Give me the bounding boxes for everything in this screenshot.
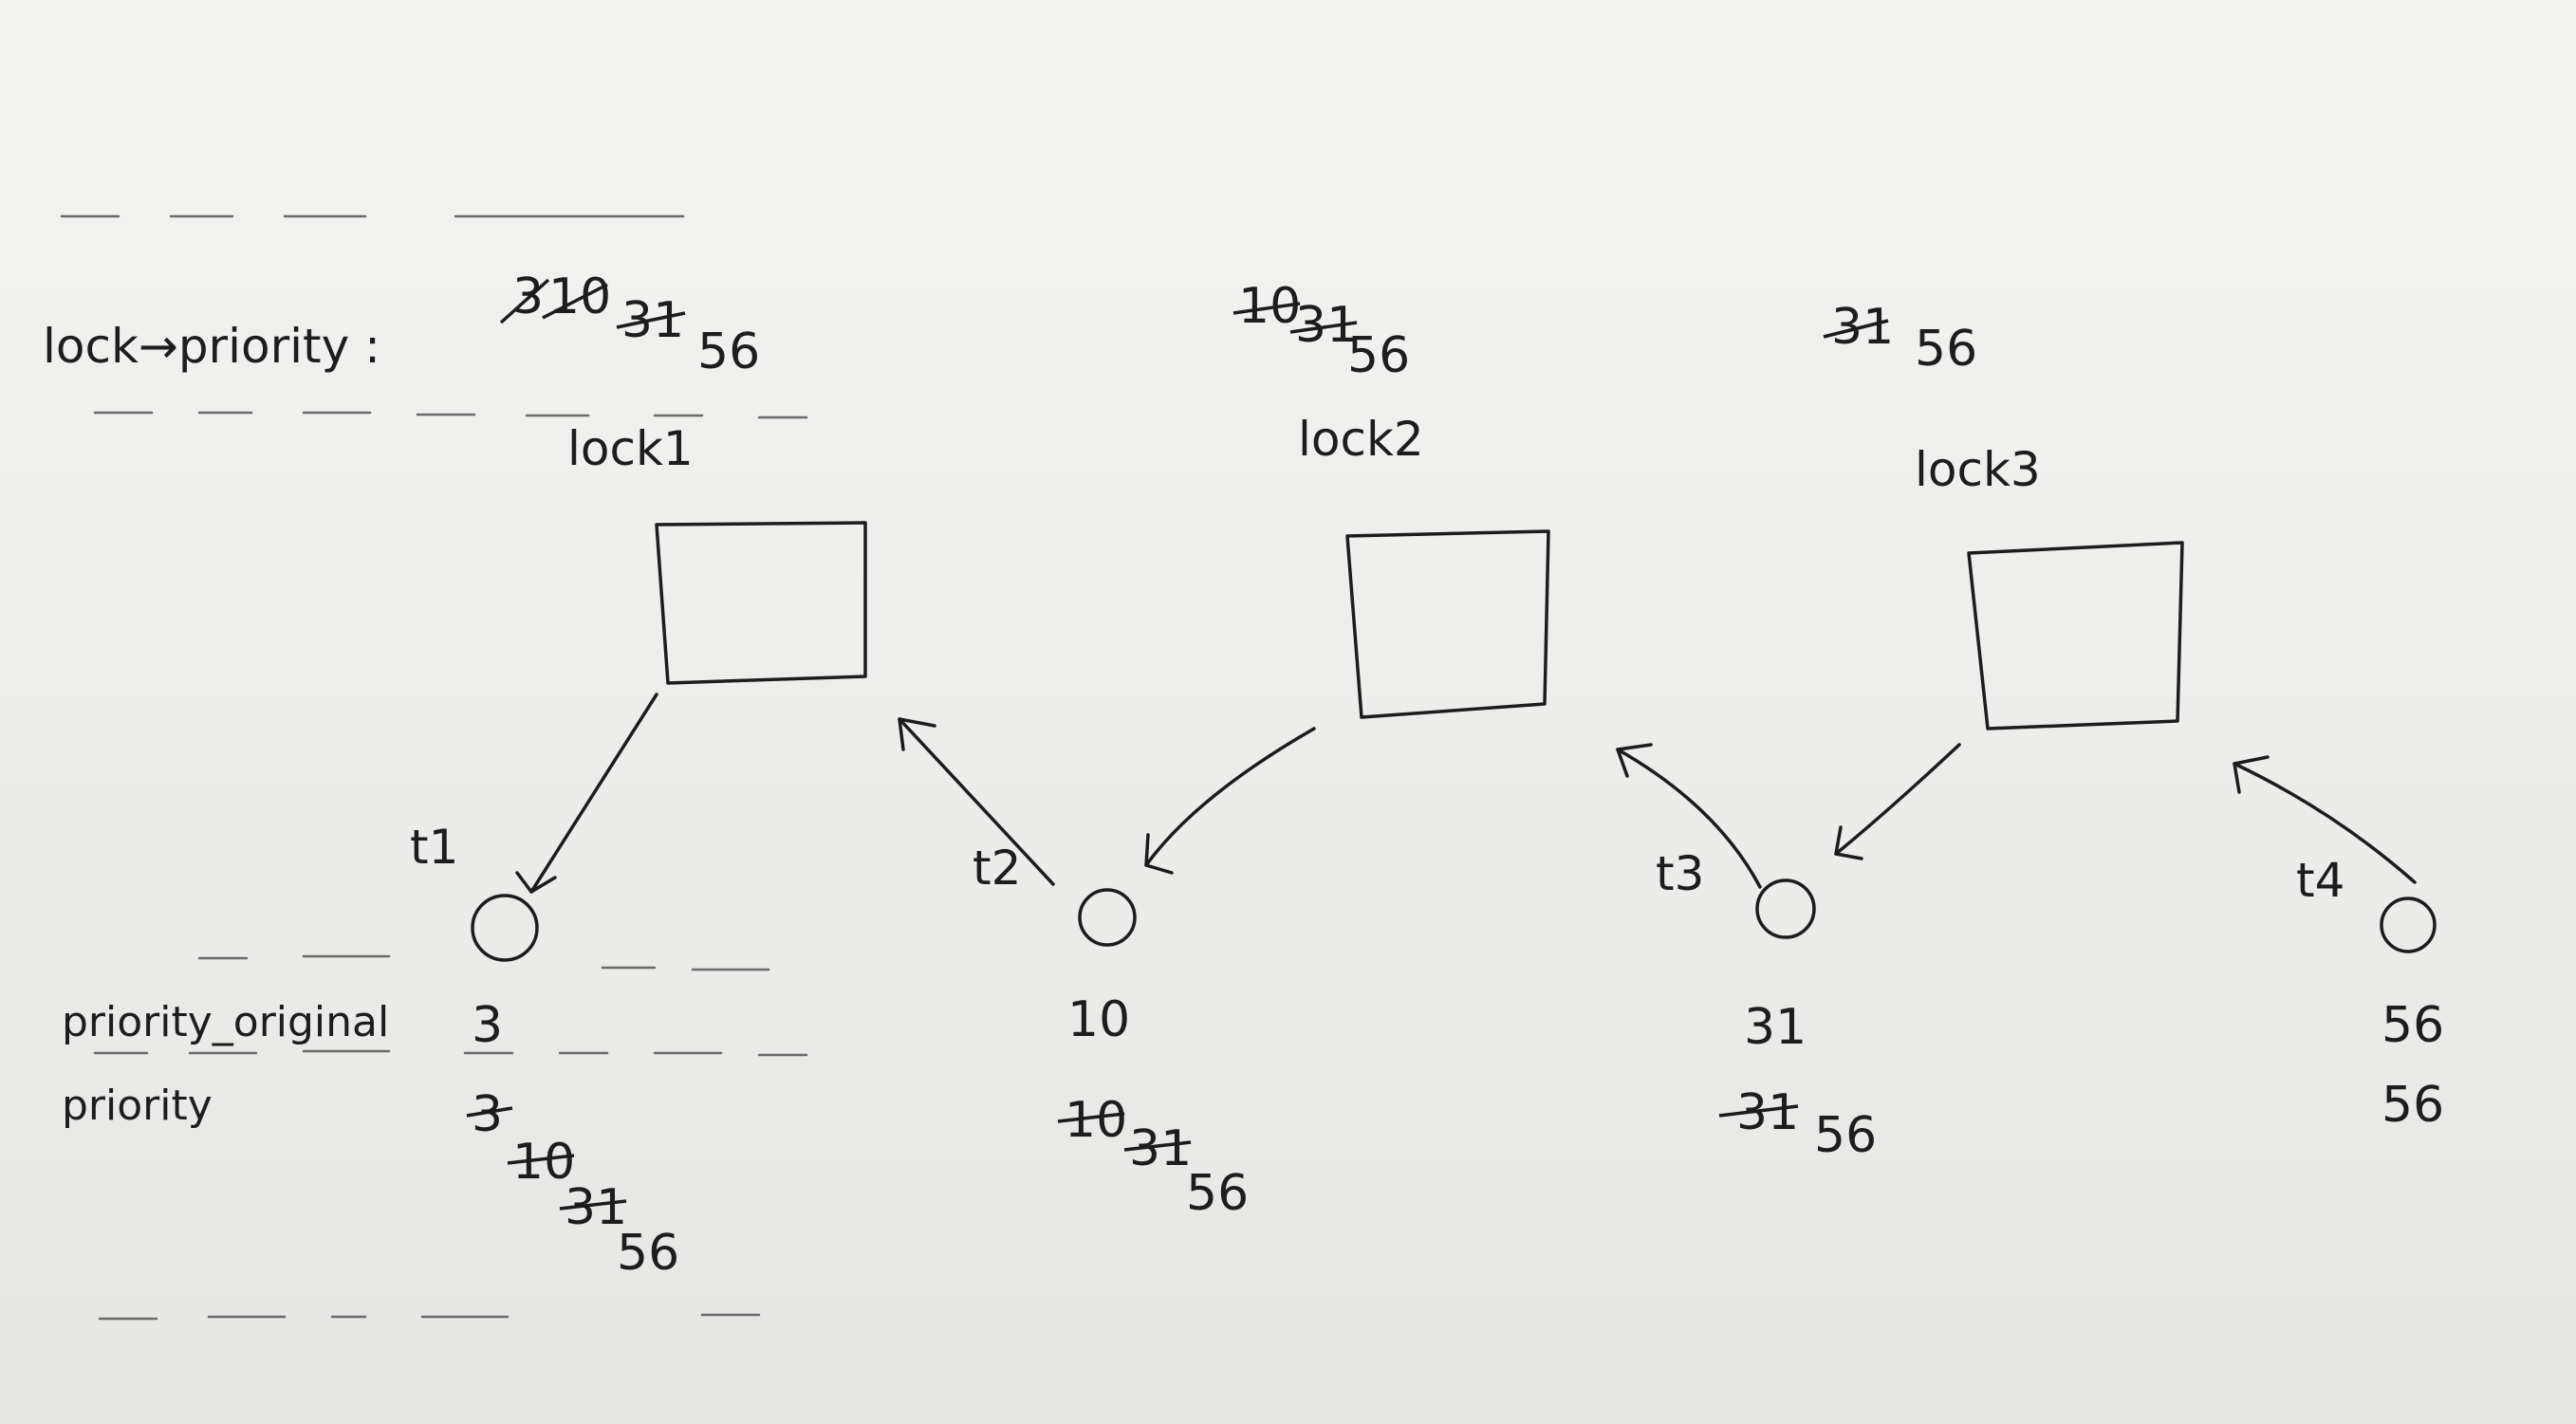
t3-priority-history: 31 56 — [1718, 1084, 1877, 1164]
t4-priority-history: 56 — [2381, 1077, 2444, 1134]
strikethrough — [499, 278, 550, 324]
lock3-priority-value: 56 — [1915, 321, 1977, 378]
lock2-priority-history: 10 31 56 — [1232, 278, 1410, 384]
strikethrough — [542, 283, 608, 320]
lock1-box — [655, 521, 867, 685]
t4-priority-original: 56 — [2381, 997, 2444, 1054]
t4-priority-value: 56 — [2381, 1077, 2444, 1134]
lock3-label: lock3 — [1915, 442, 2041, 497]
t3-node — [1755, 878, 1816, 939]
t4-label: t4 — [2296, 853, 2344, 908]
t3-label: t3 — [1656, 846, 1704, 901]
lock1-priority-value: 56 — [697, 324, 760, 380]
arrow-t2-to-lock1 — [898, 717, 1055, 886]
lock3-box — [1967, 541, 2184, 730]
t4-node — [2380, 897, 2437, 953]
arrow-t3-to-lock2 — [1616, 743, 1762, 889]
lock2-label: lock2 — [1298, 412, 1424, 467]
strikethrough — [1123, 1140, 1192, 1152]
priority-original-row-label: priority_original — [62, 998, 389, 1046]
strikethrough — [559, 1199, 627, 1211]
separator-below-lock-priority — [93, 411, 808, 419]
arrow-lock2-to-t2 — [1144, 727, 1316, 875]
separator-above-priority-original — [197, 954, 770, 971]
strikethrough — [1823, 319, 1889, 339]
arrow-lock3-to-t3 — [1834, 743, 1961, 860]
arrow-t4-to-lock3 — [2233, 755, 2417, 884]
separator-between-priority-rows — [93, 1049, 808, 1057]
t3-priority-original: 31 — [1744, 999, 1807, 1056]
strikethrough — [507, 1154, 575, 1165]
priority-row-label: priority — [62, 1082, 213, 1130]
t3-priority-value: 56 — [1814, 1107, 1877, 1164]
strikethrough — [1232, 302, 1301, 315]
lock2-priority-value: 56 — [1347, 327, 1410, 384]
lock3-priority-history: 31 56 — [1823, 299, 1977, 378]
t2-priority-history: 10 31 56 — [1057, 1092, 1249, 1222]
t2-priority-value: 56 — [1186, 1165, 1249, 1222]
strikethrough — [1057, 1112, 1125, 1123]
arrow-lock1-to-t1 — [515, 693, 658, 894]
strikethrough — [1718, 1104, 1799, 1118]
t1-label: t1 — [410, 820, 458, 875]
t1-priority-history: 3 10 31 56 — [466, 1086, 679, 1282]
lock1-priority-history: 3 10 31 56 — [499, 268, 760, 380]
separator-bottom — [98, 1313, 761, 1321]
lock-priority-row-label: lock→priority : — [43, 319, 380, 374]
strikethrough — [616, 311, 686, 329]
t2-label: t2 — [973, 841, 1021, 896]
t1-node — [471, 894, 539, 962]
strikethrough — [466, 1106, 513, 1118]
t1-priority-original: 3 — [472, 997, 503, 1054]
t1-priority-value: 56 — [617, 1225, 679, 1282]
lock1-label: lock1 — [567, 421, 694, 476]
t2-node — [1078, 888, 1137, 947]
t2-priority-original: 10 — [1067, 991, 1130, 1048]
strikethrough — [1289, 321, 1358, 334]
lock2-box — [1345, 529, 1550, 719]
